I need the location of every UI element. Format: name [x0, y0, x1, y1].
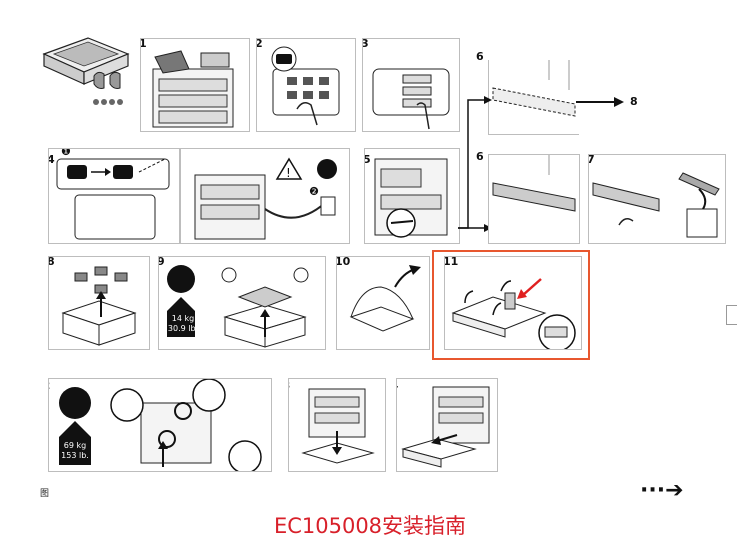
step-number: 2	[257, 39, 263, 50]
machine-weight-kg: 69 kg	[63, 441, 87, 450]
step-14-panel: 14	[396, 378, 498, 472]
step-number: 14	[397, 379, 398, 392]
step-10-panel: 10	[336, 256, 430, 350]
svg-text:!: !	[286, 166, 291, 180]
logo-mark: 图	[40, 489, 50, 499]
connector-lines	[458, 96, 492, 232]
step-number: 13	[289, 379, 290, 392]
tray-weight-kg: 14 kg	[171, 314, 195, 323]
step-4-unplug-panel: ! ❷	[180, 148, 350, 244]
step-2-panel: 2	[256, 38, 356, 132]
parts-illustration	[36, 32, 136, 112]
step-12-panel: 12 69 kg 153 lb.	[48, 378, 272, 472]
step-3-panel: 3	[362, 38, 460, 132]
step-number-6a: 6	[476, 50, 484, 63]
rail-remove-drawing	[492, 155, 576, 212]
machine-weight-lb: 153 lb.	[61, 451, 89, 460]
callout-1: ❶	[61, 148, 71, 158]
goto-step-number: 8	[630, 95, 638, 108]
highlight-frame	[432, 250, 590, 360]
step-number: 11	[444, 256, 459, 268]
step-number-6b: 6	[476, 150, 484, 163]
step-number: 4	[49, 153, 55, 166]
remove-bag-drawing	[349, 265, 421, 332]
touchscreen-drawing	[372, 68, 450, 130]
step-6-top-panel	[488, 60, 579, 135]
power-off-drawing	[56, 158, 170, 240]
step-number: 5	[365, 153, 371, 166]
step-number: 12	[49, 379, 50, 392]
two-person-lift-drawing	[167, 265, 309, 348]
control-panel-drawing	[271, 46, 340, 126]
step-number: 3	[363, 39, 369, 50]
step-1-panel: 1	[140, 38, 250, 132]
step-6-middle-panel	[488, 154, 580, 244]
store-rail-drawing	[592, 172, 720, 238]
step-5-panel: 5	[364, 148, 460, 244]
edge-marker	[726, 305, 737, 325]
lift-machine-drawing	[59, 379, 262, 471]
next-page-arrow-icon[interactable]: ···➔	[640, 478, 684, 503]
insert-drawer-drawing	[401, 386, 490, 468]
step-8-panel: 8	[48, 256, 150, 350]
printer-drawing	[152, 50, 234, 128]
tray-and-brackets-drawing	[42, 37, 130, 105]
place-on-tray-drawing	[301, 388, 375, 464]
step-number: 7	[589, 155, 595, 166]
step-number: 8	[49, 257, 55, 268]
tray-weight-lb: 30.9 lb.	[167, 324, 199, 333]
step-9-panel: 9 14 kg 30.9 lb.	[158, 256, 326, 350]
step-number: 1	[141, 39, 147, 50]
step-7-panel: 7	[588, 154, 726, 244]
page-title: EC105008安装指南	[273, 514, 467, 538]
step-number: 9	[159, 257, 165, 268]
step-11-panel: 11	[444, 256, 582, 350]
step-number: 10	[336, 256, 351, 268]
unplug-cable-drawing: !	[194, 157, 337, 240]
unbox-parts-drawing	[61, 266, 137, 346]
remove-cover-drawing	[374, 158, 448, 238]
rail-drawing	[492, 60, 576, 117]
callout-2: ❷	[309, 185, 319, 198]
goto-arrow-icon	[576, 97, 624, 107]
remove-tape-drawing	[451, 278, 576, 349]
step-13-panel: 13	[288, 378, 386, 472]
step-4-panel: 4 ❶	[48, 148, 180, 244]
